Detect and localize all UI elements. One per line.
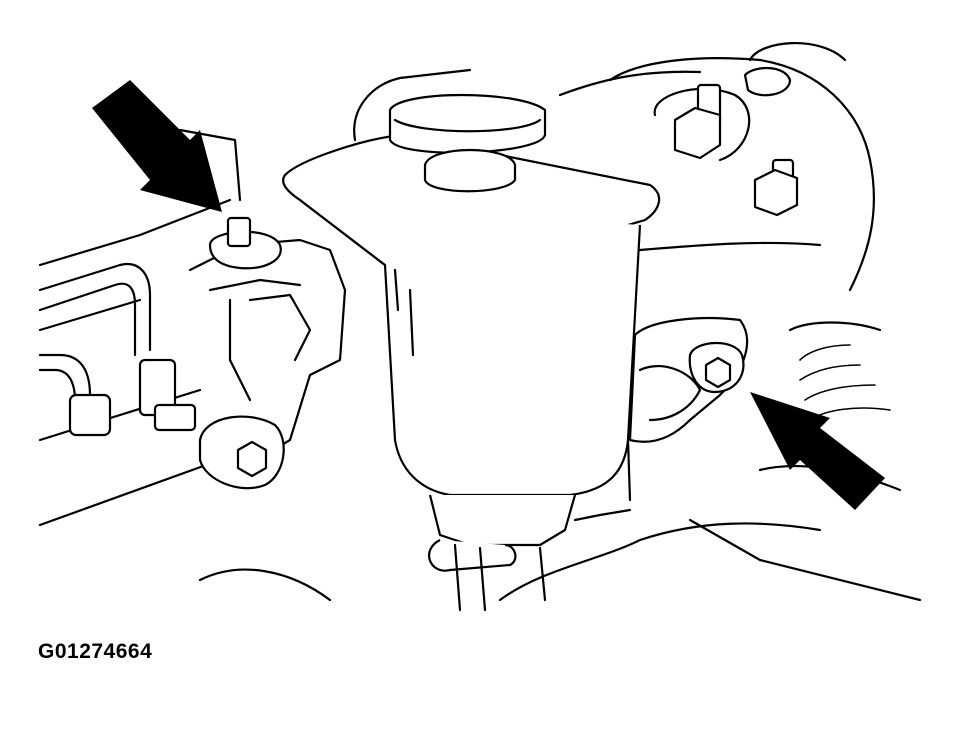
arrow-upper-left-bolt-icon (92, 80, 222, 212)
power-steering-reservoir-illustration (38, 41, 922, 612)
brake-lines (38, 262, 197, 437)
reservoir (282, 93, 661, 612)
figure-code: G01274664 (38, 640, 153, 663)
right-bracket (626, 317, 749, 502)
left-bracket (188, 216, 347, 490)
strut-tower-studs (653, 67, 799, 217)
arrow-lower-right-bolt-icon (750, 392, 885, 510)
